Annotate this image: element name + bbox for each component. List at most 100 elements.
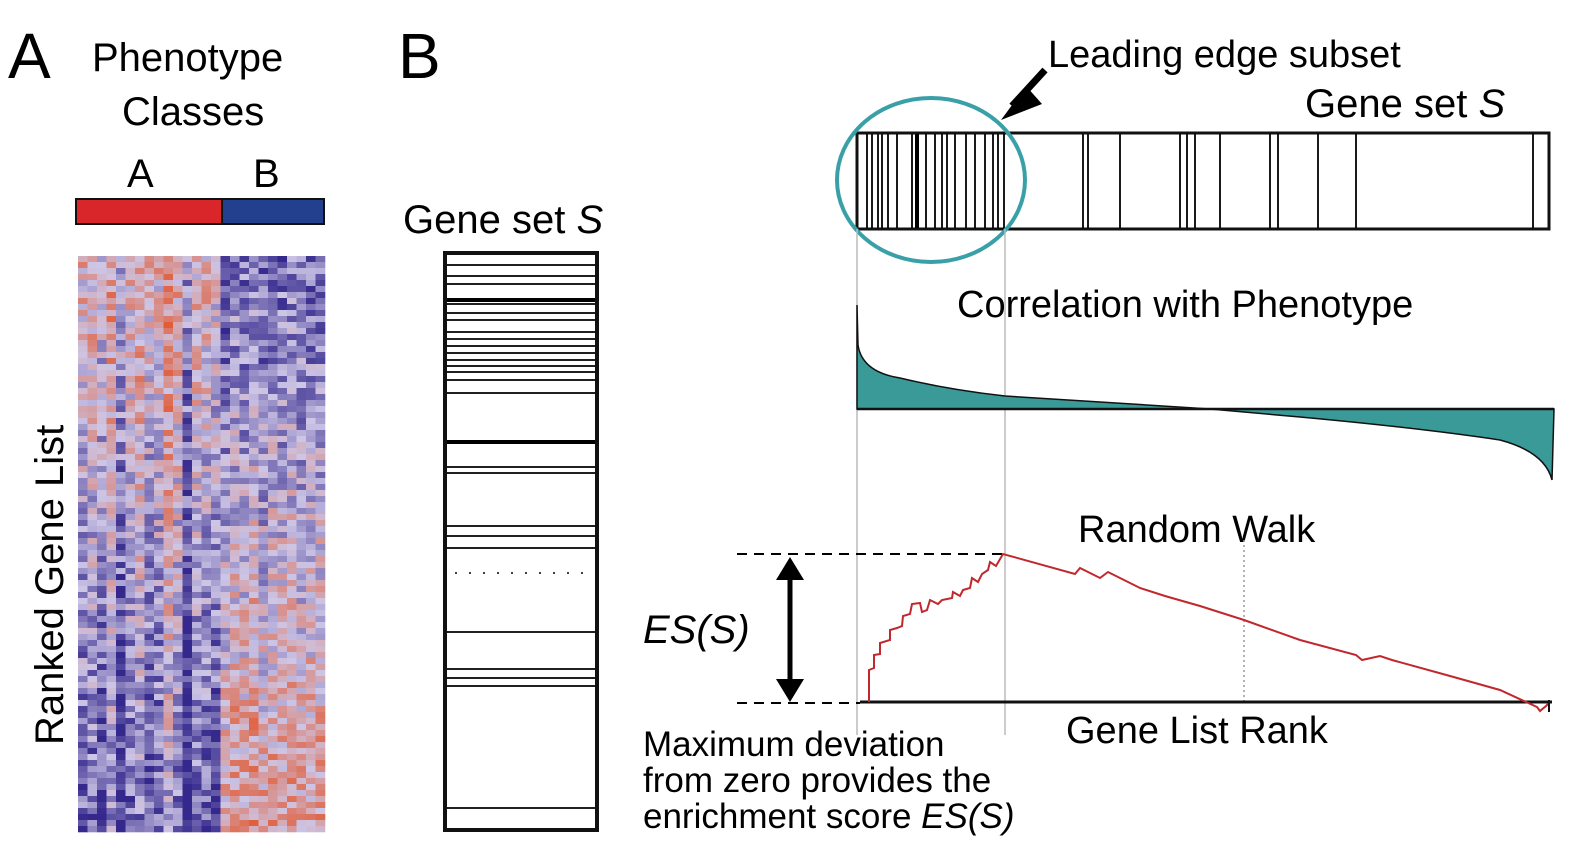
heatmap-cell bbox=[230, 724, 240, 731]
heatmap-cell bbox=[258, 658, 269, 665]
heatmap-cell bbox=[135, 676, 145, 683]
heatmap-cell bbox=[116, 670, 126, 677]
heatmap-cell bbox=[306, 778, 316, 785]
heatmap-cell bbox=[277, 262, 288, 269]
heatmap-cell bbox=[306, 514, 316, 521]
heatmap-cell bbox=[211, 820, 221, 827]
heatmap-cell bbox=[163, 670, 174, 677]
heatmap-cell bbox=[277, 358, 288, 365]
heatmap-cell bbox=[97, 526, 107, 533]
heatmap-cell bbox=[239, 460, 250, 467]
heatmap-cell bbox=[135, 580, 145, 587]
phenotype-title-line1: Phenotype bbox=[92, 36, 284, 80]
heatmap-cell bbox=[201, 754, 212, 761]
heatmap-cell bbox=[116, 766, 126, 773]
heatmap-cell bbox=[78, 256, 88, 263]
es-arrowhead-up bbox=[776, 557, 804, 580]
heatmap-cell bbox=[182, 508, 193, 515]
heatmap-cell bbox=[287, 370, 297, 377]
heatmap-cell bbox=[315, 586, 326, 593]
heatmap-cell bbox=[144, 346, 155, 353]
heatmap-cell bbox=[315, 418, 326, 425]
heatmap-cell bbox=[277, 688, 288, 695]
heatmap-cell bbox=[106, 448, 117, 455]
heatmap-cell bbox=[116, 790, 126, 797]
heatmap-cell bbox=[201, 310, 212, 317]
heatmap-cell bbox=[173, 520, 183, 527]
heatmap-cell bbox=[296, 406, 307, 413]
heatmap-cell bbox=[78, 664, 88, 671]
heatmap-cell bbox=[78, 712, 88, 719]
heatmap-cell bbox=[211, 514, 221, 521]
heatmap-cell bbox=[182, 448, 193, 455]
heatmap-cell bbox=[106, 736, 117, 743]
heatmap-cell bbox=[106, 634, 117, 641]
heatmap-cell bbox=[106, 430, 117, 437]
heatmap-cell bbox=[106, 490, 117, 497]
heatmap-cell bbox=[87, 652, 98, 659]
heatmap-cell bbox=[116, 394, 126, 401]
heatmap-cell bbox=[258, 700, 269, 707]
heatmap-cell bbox=[182, 700, 193, 707]
heatmap-cell bbox=[258, 448, 269, 455]
heatmap-cell bbox=[258, 532, 269, 539]
heatmap-cell bbox=[211, 730, 221, 737]
heatmap-cell bbox=[192, 532, 202, 539]
heatmap-cell bbox=[249, 532, 259, 539]
heatmap-cell bbox=[106, 568, 117, 575]
heatmap-cell bbox=[192, 796, 202, 803]
heatmap-cell bbox=[173, 706, 183, 713]
heatmap-cell bbox=[163, 748, 174, 755]
heatmap-cell bbox=[163, 556, 174, 563]
heatmap-cell bbox=[306, 640, 316, 647]
heatmap-cell bbox=[230, 520, 240, 527]
heatmap-cell bbox=[201, 502, 212, 509]
heatmap-cell bbox=[268, 472, 278, 479]
heatmap-cell bbox=[268, 520, 278, 527]
heatmap-cell bbox=[106, 670, 117, 677]
heatmap-cell bbox=[211, 652, 221, 659]
heatmap-cell bbox=[154, 682, 164, 689]
heatmap-cell bbox=[211, 400, 221, 407]
heatmap-cell bbox=[144, 616, 155, 623]
heatmap-cell bbox=[249, 802, 259, 809]
heatmap-cell bbox=[163, 382, 174, 389]
heatmap-cell bbox=[296, 712, 307, 719]
heatmap-cell bbox=[154, 628, 164, 635]
heatmap-cell bbox=[258, 814, 269, 821]
heatmap-cell bbox=[135, 382, 145, 389]
heatmap-cell bbox=[192, 820, 202, 827]
heatmap-cell bbox=[154, 784, 164, 791]
class-a-bar bbox=[75, 198, 223, 225]
heatmap-cell bbox=[296, 352, 307, 359]
heatmap-cell bbox=[211, 682, 221, 689]
heatmap-cell bbox=[144, 508, 155, 515]
heatmap-cell bbox=[306, 538, 316, 545]
heatmap-cell bbox=[125, 430, 136, 437]
heatmap-cell bbox=[78, 760, 88, 767]
heatmap-cell bbox=[306, 370, 316, 377]
heatmap-cell bbox=[201, 616, 212, 623]
heatmap-cell bbox=[154, 454, 164, 461]
heatmap-cell bbox=[211, 316, 221, 323]
heatmap-cell bbox=[78, 784, 88, 791]
heatmap-cell bbox=[173, 256, 183, 263]
heatmap-cell bbox=[125, 328, 136, 335]
heatmap-cell bbox=[173, 376, 183, 383]
heatmap-cell bbox=[78, 286, 88, 293]
heatmap-cell bbox=[287, 796, 297, 803]
heatmap-cell bbox=[220, 418, 231, 425]
heatmap-cell bbox=[220, 532, 231, 539]
heatmap-cell bbox=[192, 274, 202, 281]
heatmap-cell bbox=[97, 376, 107, 383]
heatmap-cell bbox=[192, 292, 202, 299]
heatmap-cell bbox=[230, 256, 240, 263]
heatmap-cell bbox=[154, 676, 164, 683]
heatmap-cell bbox=[163, 574, 174, 581]
heatmap-cell bbox=[258, 478, 269, 485]
heatmap-cell bbox=[239, 604, 250, 611]
heatmap-cell bbox=[135, 802, 145, 809]
heatmap-cell bbox=[173, 286, 183, 293]
heatmap-cell bbox=[144, 742, 155, 749]
heatmap-cell bbox=[230, 562, 240, 569]
